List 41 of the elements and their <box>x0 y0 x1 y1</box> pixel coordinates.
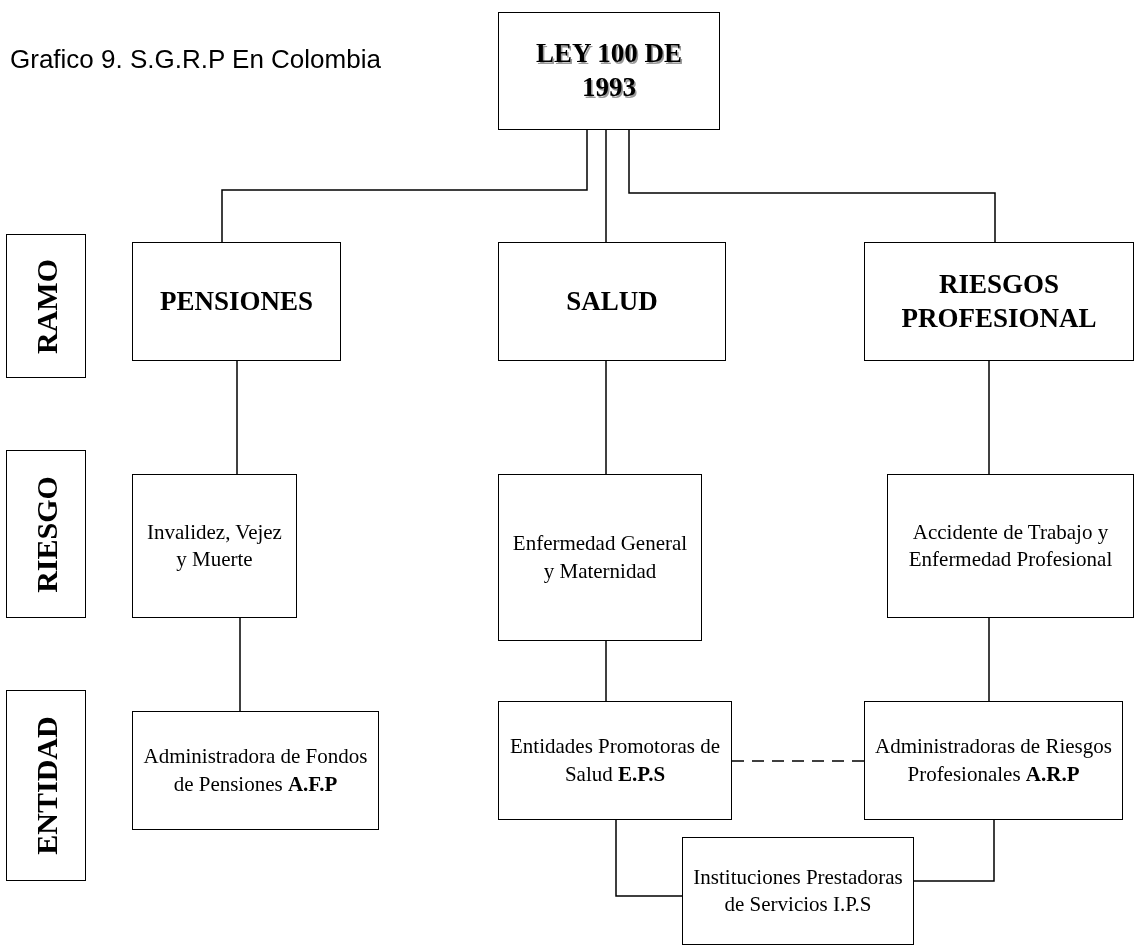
box-text: Entidades Promotoras de Salud E.P.S <box>509 733 721 788</box>
box-text: Instituciones Prestadoras de Servicios I.P.S <box>692 863 904 918</box>
box-text: RIESGOS PROFESIONAL <box>900 267 1098 335</box>
box-text: Accidente de Trabajo y Enfermedad Profesional <box>907 518 1114 573</box>
org-box <box>132 242 341 361</box>
row-label-box <box>6 234 86 378</box>
connector-line <box>605 640 607 702</box>
box-text: SALUD <box>565 284 659 318</box>
org-box <box>498 474 702 641</box>
org-box <box>132 711 379 830</box>
connector-line <box>239 617 241 712</box>
box-text: LEY 100 DE 1993 <box>535 37 683 104</box>
org-box <box>887 474 1134 618</box>
connector-line <box>731 760 865 762</box>
box-text: Invalidez, Vejez y Muerte <box>146 518 283 573</box>
box-text: ENTIDAD <box>28 715 64 857</box>
connector-line <box>605 129 607 243</box>
org-box <box>864 701 1123 820</box>
diagram-title: Grafico 9. S.G.R.P En Colombia <box>10 44 381 75</box>
org-box <box>498 12 720 130</box>
connector-line <box>615 819 683 897</box>
box-text: Administradoras de Riesgos Profesionales A.R.P <box>874 733 1113 788</box>
org-box <box>498 701 732 820</box>
connector-line <box>605 360 607 475</box>
org-box <box>132 474 297 618</box>
box-text: Enfermedad General y Maternidad <box>511 530 689 585</box>
box-text: RAMO <box>28 257 64 356</box>
box-text: PENSIONES <box>158 284 315 318</box>
box-text: Administradora de Fondos de Pensiones A.F.P <box>142 743 369 798</box>
org-box <box>864 242 1134 361</box>
connector-line <box>221 129 588 243</box>
org-box <box>682 837 914 945</box>
row-label-box <box>6 450 86 618</box>
connector-line <box>628 129 996 243</box>
connector-line <box>988 360 990 475</box>
org-box <box>498 242 726 361</box>
connector-line <box>988 617 990 702</box>
row-label-box <box>6 690 86 881</box>
connector-line <box>236 360 238 475</box>
connector-line <box>913 819 995 882</box>
box-text: RIESGO <box>28 474 64 595</box>
